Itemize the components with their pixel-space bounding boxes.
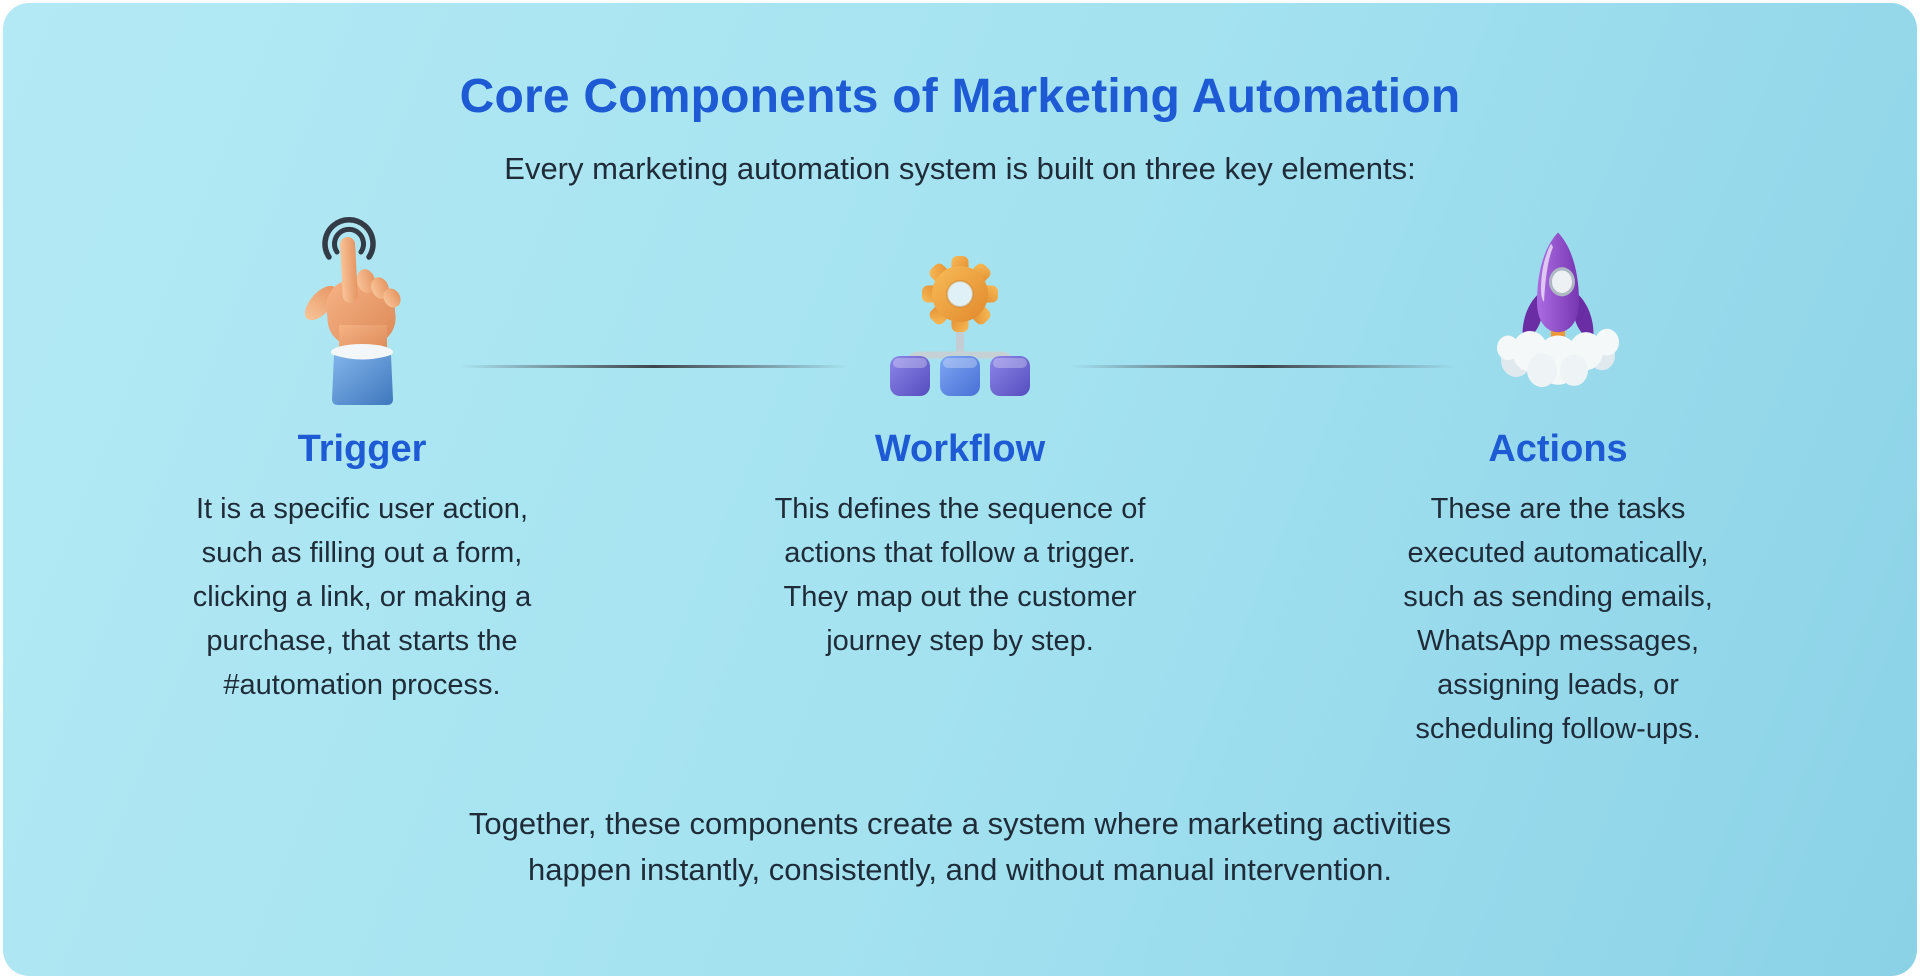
workflow-description: This defines the sequence of actions tha… xyxy=(775,487,1146,663)
page-title: Core Components of Marketing Automation xyxy=(459,70,1461,123)
footer-line-1: Together, these components create a syst… xyxy=(468,806,1452,841)
connector-line-right xyxy=(1071,365,1454,368)
actions-description: These are the tasks executed automatical… xyxy=(1403,487,1713,751)
rocket-launch-icon xyxy=(1497,232,1619,388)
actions-line-5: assigning leads, or xyxy=(1437,669,1679,701)
tap-gesture-icon xyxy=(304,216,401,405)
trigger-line-4: purchase, that starts the xyxy=(206,625,518,657)
footer-summary: Together, these components create a syst… xyxy=(3,801,1917,893)
column-workflow: Workflow This defines the sequence of ac… xyxy=(725,203,1195,751)
workflow-heading: Workflow xyxy=(874,428,1046,470)
trigger-line-5: #automation process. xyxy=(223,669,501,701)
actions-line-1: These are the tasks xyxy=(1430,493,1686,525)
page-subtitle: Every marketing automation system is bui… xyxy=(504,151,1416,186)
actions-line-4: WhatsApp messages, xyxy=(1416,625,1700,657)
trigger-line-2: such as filling out a form, xyxy=(201,537,523,569)
connector-line-left xyxy=(460,365,848,368)
column-trigger: Trigger It is a specific user action, su… xyxy=(127,203,597,751)
workflow-icon-box xyxy=(725,203,1195,408)
infographic-card: Core Components of Marketing Automation … xyxy=(3,3,1917,976)
workflow-line-4: journey step by step. xyxy=(826,625,1094,657)
actions-icon-box xyxy=(1323,203,1793,408)
workflow-line-3: They map out the customer xyxy=(783,581,1137,613)
trigger-description: It is a specific user action, such as fi… xyxy=(193,487,531,707)
trigger-line-1: It is a specific user action, xyxy=(195,493,528,525)
workflow-gear-icon xyxy=(890,256,1030,396)
actions-line-6: scheduling follow-ups. xyxy=(1415,713,1701,745)
actions-line-2: executed automatically, xyxy=(1407,537,1709,569)
trigger-heading: Trigger xyxy=(297,428,427,470)
workflow-line-2: actions that follow a trigger. xyxy=(784,537,1136,569)
column-actions: Actions These are the tasks executed aut… xyxy=(1323,203,1793,751)
footer-line-2: happen instantly, consistently, and with… xyxy=(528,852,1392,887)
components-row: Trigger It is a specific user action, su… xyxy=(3,203,1917,751)
workflow-line-1: This defines the sequence of xyxy=(774,493,1146,525)
trigger-icon-box xyxy=(127,203,597,408)
trigger-line-3: clicking a link, or making a xyxy=(192,581,532,613)
actions-heading: Actions xyxy=(1488,428,1628,470)
actions-line-3: such as sending emails, xyxy=(1403,581,1713,613)
